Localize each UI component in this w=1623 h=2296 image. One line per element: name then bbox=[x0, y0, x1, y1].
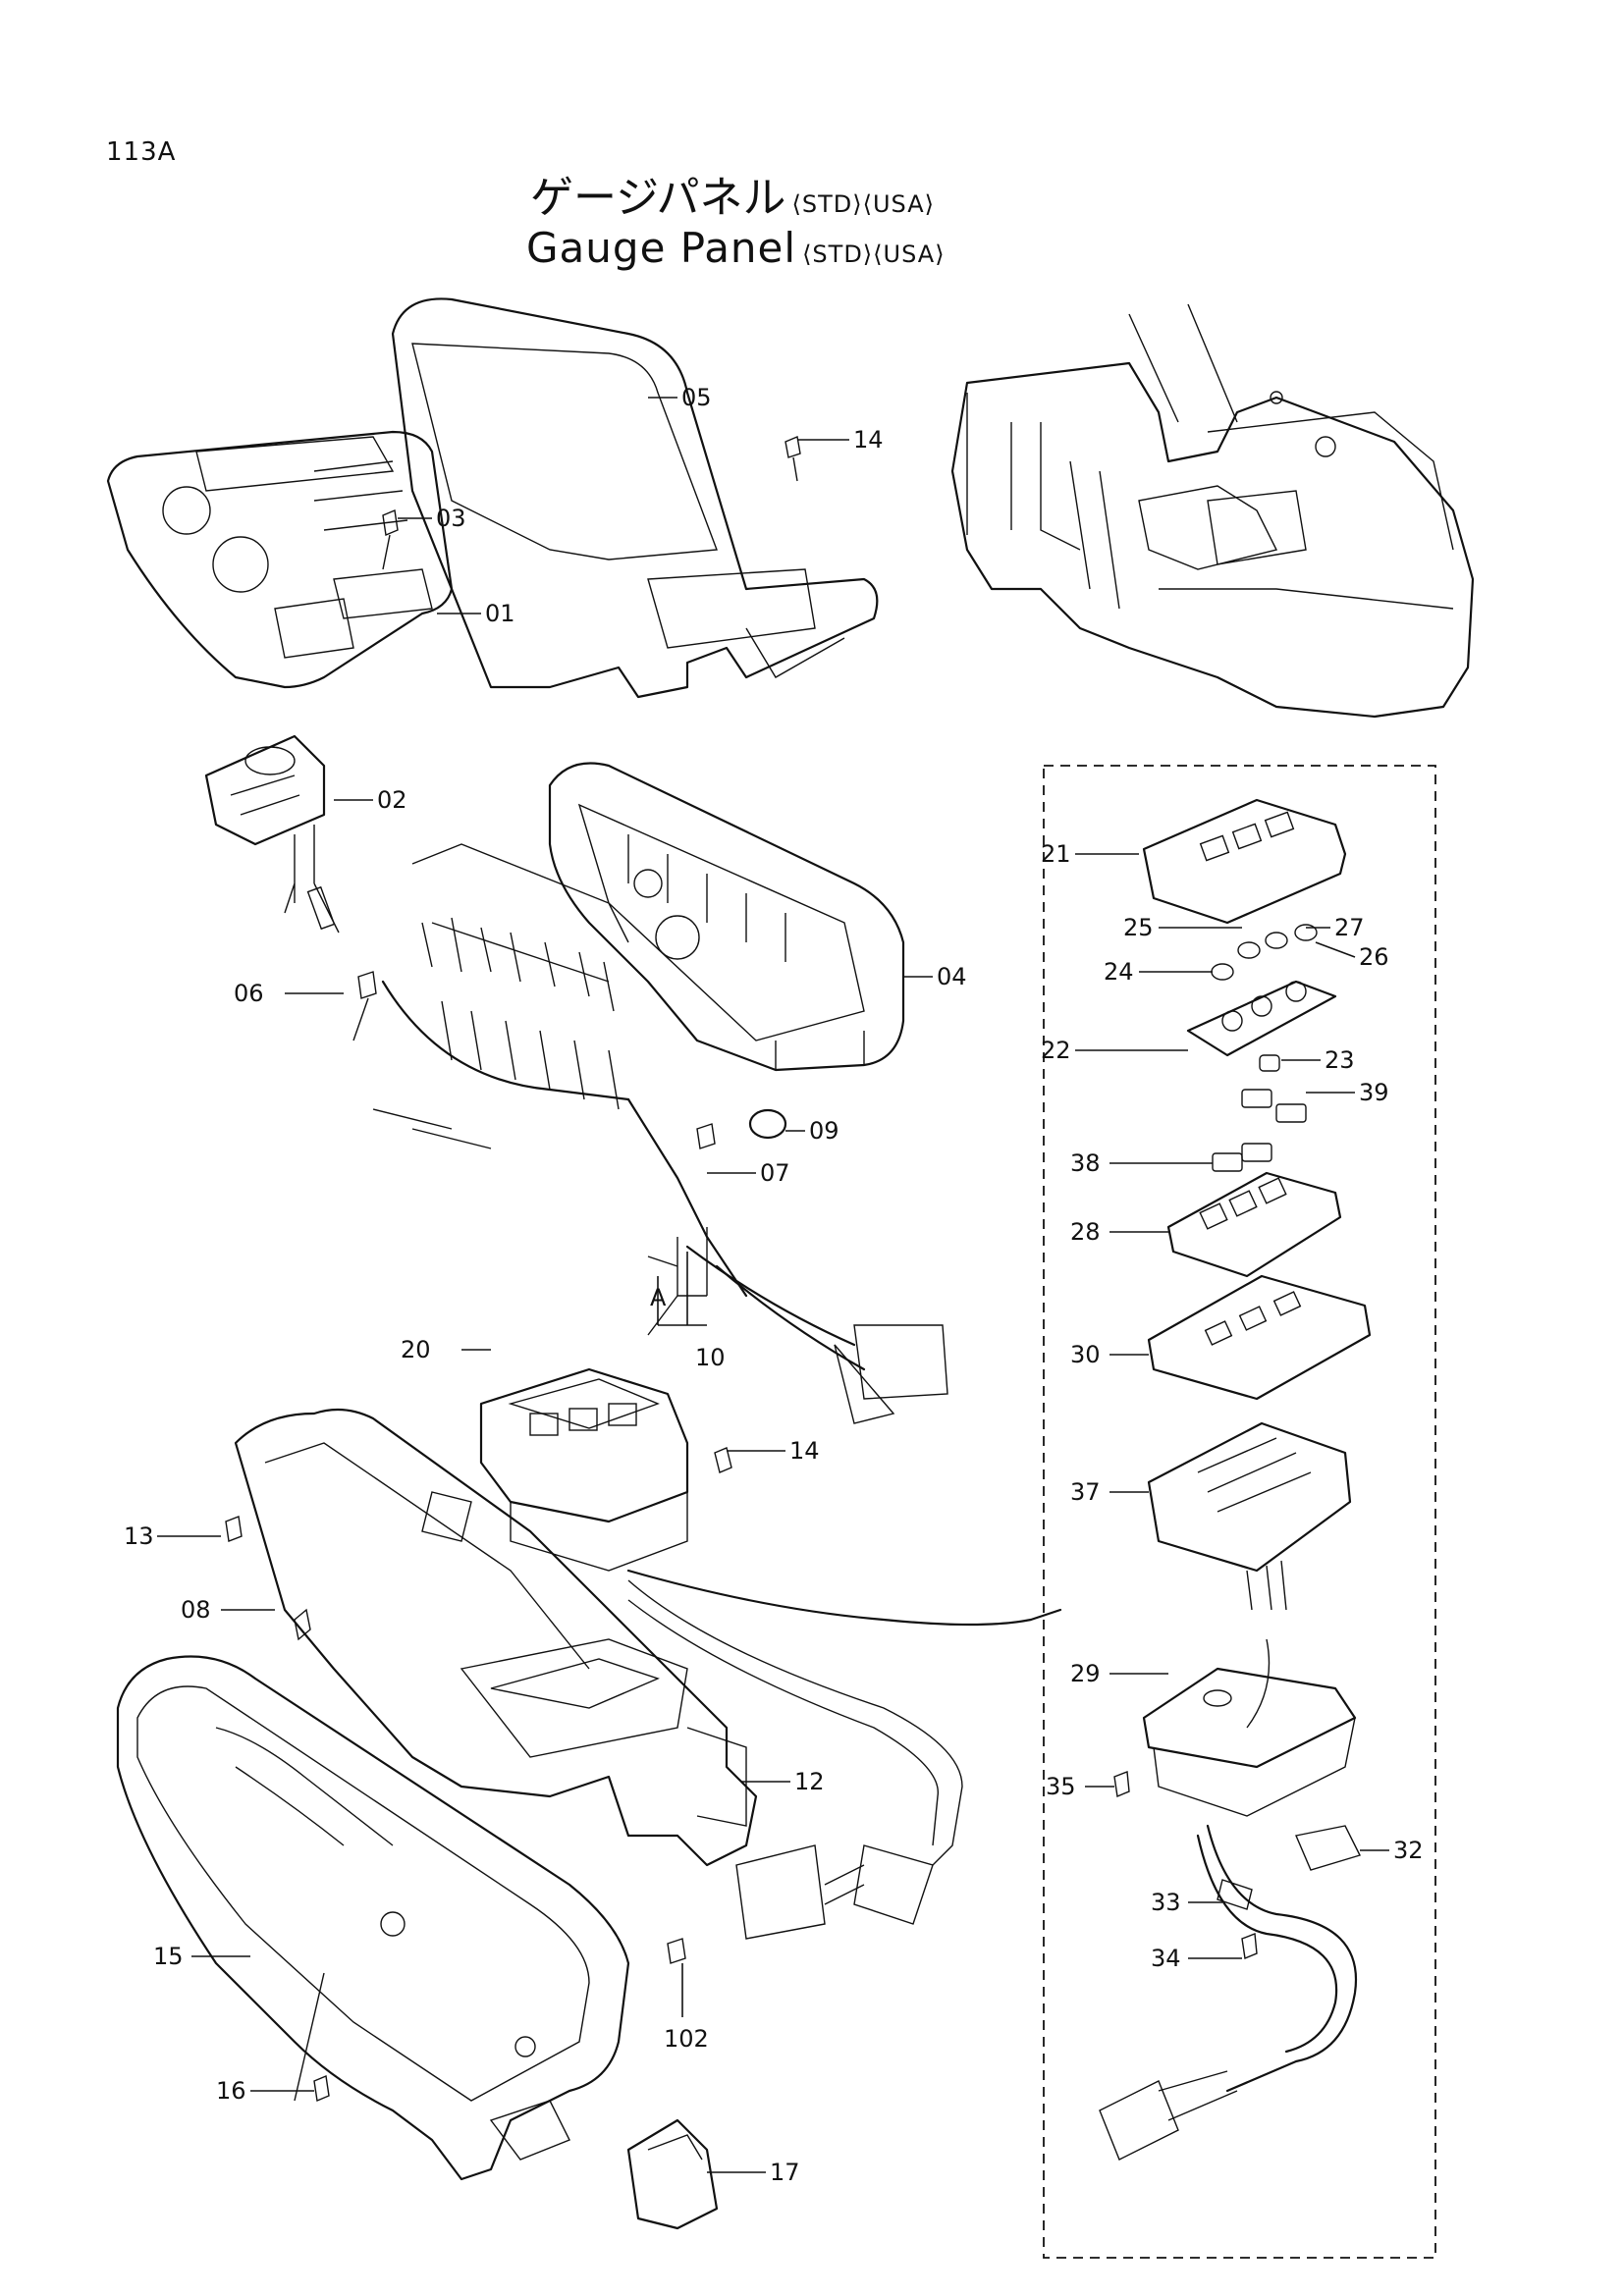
cover-panel-05-drawing bbox=[391, 297, 879, 699]
frame-bracket-12-drawing bbox=[234, 1408, 963, 1940]
label-06: 06 bbox=[234, 980, 264, 1007]
label-34: 34 bbox=[1151, 1945, 1181, 1972]
inset-circuit-board-37-drawing bbox=[1147, 1421, 1352, 1611]
label-35: 35 bbox=[1046, 1773, 1076, 1800]
label-20: 20 bbox=[401, 1336, 431, 1363]
label-26: 26 bbox=[1359, 943, 1389, 971]
title-en-text: Gauge Panel bbox=[526, 224, 797, 272]
label-03: 03 bbox=[436, 505, 466, 532]
label-01: 01 bbox=[485, 600, 515, 627]
label-13: 13 bbox=[124, 1522, 154, 1550]
label-04: 04 bbox=[937, 963, 967, 990]
title-en-tags: ⟨STD⟩⟨USA⟩ bbox=[802, 240, 946, 268]
reference-mark-a: A bbox=[650, 1284, 667, 1311]
inset-cover-30-drawing bbox=[1147, 1274, 1372, 1401]
lower-cover-15-drawing bbox=[116, 1655, 630, 2181]
fasteners-drawing bbox=[225, 436, 1258, 2102]
label-102: 102 bbox=[664, 2025, 709, 2053]
inset-assembly-box bbox=[1043, 765, 1436, 2259]
title-japanese: ゲージパネル⟨STD⟩⟨USA⟩ bbox=[530, 162, 935, 225]
label-30: 30 bbox=[1070, 1341, 1101, 1368]
label-15: 15 bbox=[153, 1943, 184, 1970]
label-21: 21 bbox=[1041, 840, 1071, 868]
label-08: 08 bbox=[181, 1596, 211, 1624]
label-38: 38 bbox=[1070, 1149, 1101, 1177]
label-14-top: 14 bbox=[853, 426, 884, 454]
gauge-housing-04-drawing bbox=[548, 762, 905, 1072]
label-07: 07 bbox=[760, 1159, 790, 1187]
label-29: 29 bbox=[1070, 1660, 1101, 1687]
label-22: 22 bbox=[1041, 1037, 1071, 1064]
cap-17-drawing bbox=[626, 2118, 719, 2230]
label-28: 28 bbox=[1070, 1218, 1101, 1246]
gauge-face-01-drawing bbox=[106, 430, 454, 689]
inset-keys-23-38-39-drawing bbox=[1212, 1054, 1307, 1172]
label-09: 09 bbox=[809, 1117, 839, 1145]
label-32: 32 bbox=[1393, 1837, 1424, 1864]
excavator-overview-drawing bbox=[950, 303, 1475, 719]
label-27: 27 bbox=[1334, 914, 1365, 941]
label-12: 12 bbox=[794, 1768, 825, 1795]
title-jp-text: ゲージパネル bbox=[530, 173, 786, 223]
inset-top-cover-21-drawing bbox=[1142, 798, 1347, 925]
label-16: 16 bbox=[216, 2077, 246, 2105]
label-05: 05 bbox=[681, 384, 712, 411]
wiring-harness-10-drawing bbox=[372, 843, 948, 1424]
switch-assembly-02-drawing bbox=[204, 734, 340, 934]
label-25: 25 bbox=[1123, 914, 1154, 941]
control-module-20-drawing bbox=[479, 1367, 1062, 1627]
inset-keypad-28-drawing bbox=[1166, 1171, 1342, 1278]
inset-cable-32-33-drawing bbox=[1099, 1824, 1361, 2161]
label-17: 17 bbox=[770, 2159, 800, 2186]
callout-leaders bbox=[157, 397, 1389, 2173]
page-number: 113A bbox=[106, 137, 177, 167]
label-23: 23 bbox=[1325, 1046, 1355, 1074]
label-02: 02 bbox=[377, 786, 407, 814]
label-14-mid: 14 bbox=[789, 1437, 820, 1465]
label-24: 24 bbox=[1104, 958, 1134, 986]
label-37: 37 bbox=[1070, 1478, 1101, 1506]
title-jp-tags: ⟨STD⟩⟨USA⟩ bbox=[791, 190, 935, 218]
label-10: 10 bbox=[695, 1344, 726, 1371]
part-number-labels: 01 02 03 04 05 06 07 08 09 10 12 13 14 1… bbox=[124, 384, 1424, 2186]
title-english: Gauge Panel⟨STD⟩⟨USA⟩ bbox=[526, 224, 946, 272]
inset-housing-29-drawing bbox=[1142, 1638, 1357, 1817]
label-39: 39 bbox=[1359, 1079, 1389, 1106]
label-33: 33 bbox=[1151, 1889, 1181, 1916]
inset-board-22-drawing bbox=[1186, 924, 1337, 1057]
